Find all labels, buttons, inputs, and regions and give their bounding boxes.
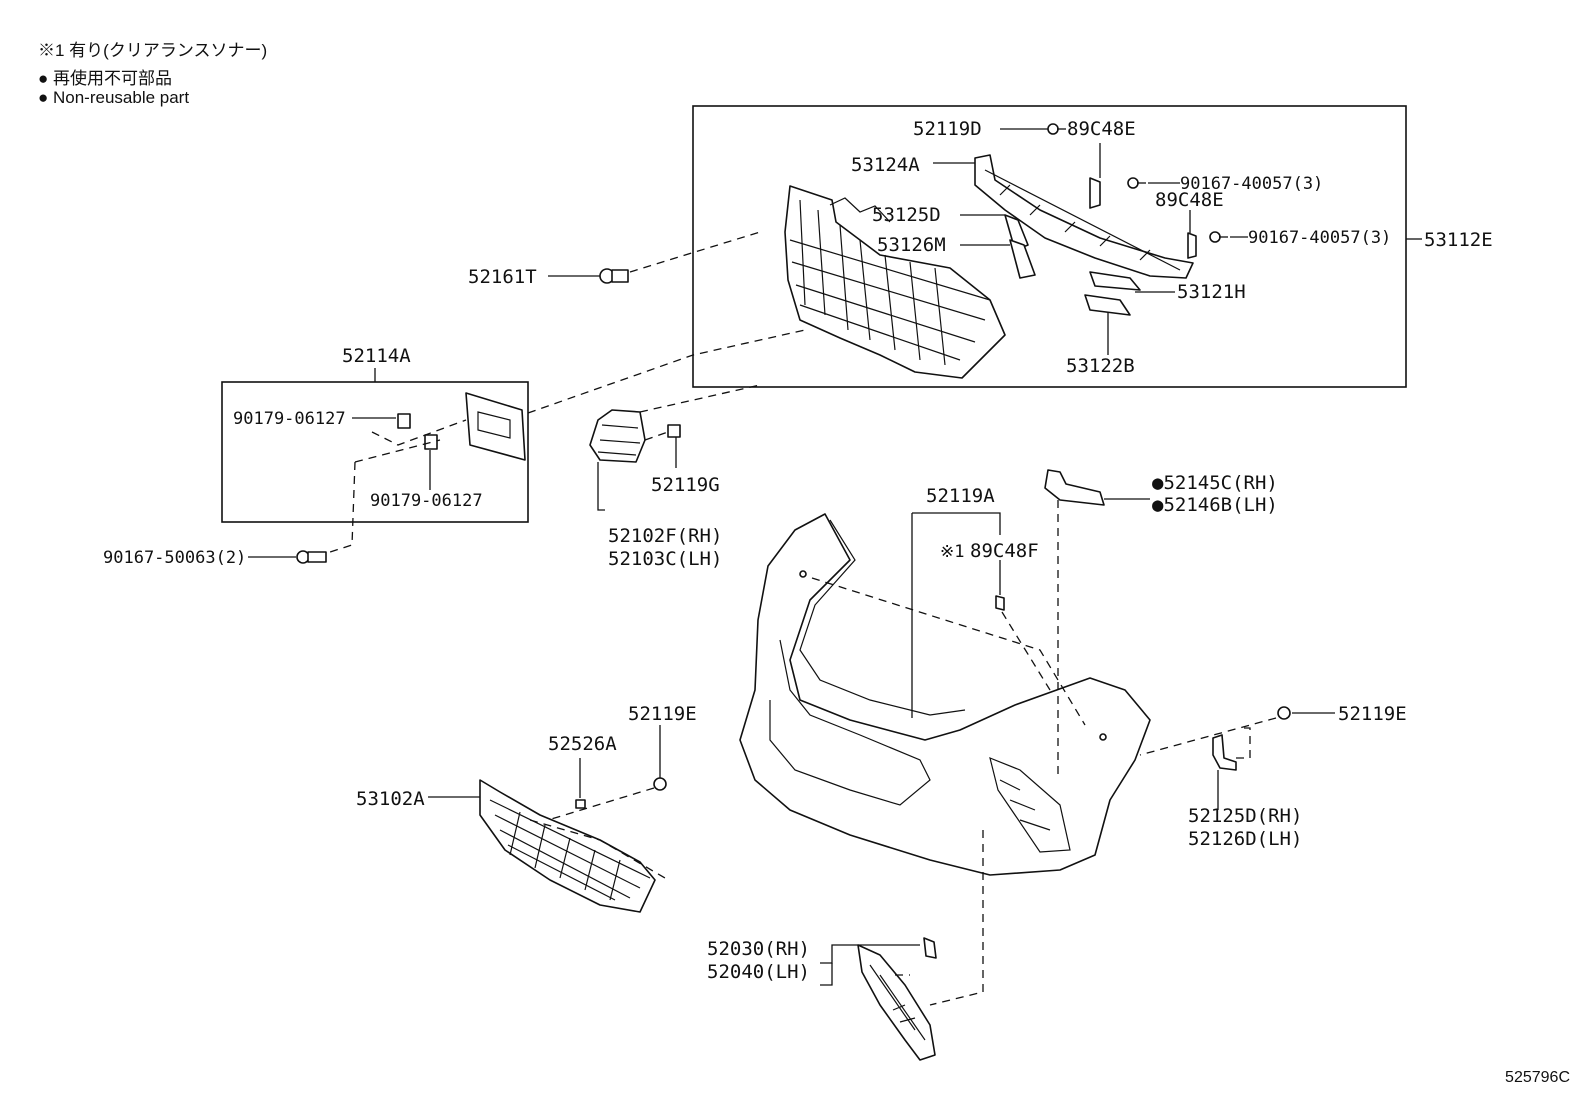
- clip-52119G-icon: [667, 424, 681, 438]
- dash-52161T: [629, 231, 761, 273]
- dash-52119G: [644, 431, 669, 441]
- dash-52119E-left: [547, 787, 655, 821]
- label-89C48E-a: 89C48E: [1067, 118, 1136, 140]
- dash-fog-cover: [929, 830, 984, 1006]
- label-52103C: 52103C(LH): [608, 548, 722, 570]
- part-89C48F-sensor-bracket: [995, 595, 1005, 611]
- note-clearance-sonar: ※1 有り(クリアランスソナー): [38, 41, 268, 60]
- label-53112E: 53112E: [1424, 229, 1493, 251]
- label-52145C: ●52145C(RH): [1152, 472, 1278, 494]
- label-53126M: 53126M: [877, 234, 946, 256]
- note-non-reusable-en: ● Non-reusable part: [38, 88, 190, 107]
- label-52040: 52040(LH): [707, 961, 810, 983]
- part-53122B: [1084, 294, 1131, 316]
- screw-90167-40057-a-icon: [1127, 177, 1146, 189]
- label-52119A: 52119A: [926, 485, 995, 507]
- label-52126D: 52126D(LH): [1188, 828, 1302, 850]
- bolt-90167-50063-icon: [296, 550, 327, 564]
- label-52119G: 52119G: [651, 474, 720, 496]
- part-52125D-bracket: [1212, 734, 1237, 771]
- note-non-reusable-jp: ● 再使用不可部品: [38, 69, 172, 88]
- part-52114A-plate: [465, 392, 526, 461]
- clip-90179-a-icon: [397, 413, 411, 429]
- label-90179-06127-a: 90179-06127: [233, 409, 346, 429]
- part-53121H: [1089, 271, 1141, 291]
- dash-90167-50063: [329, 461, 356, 553]
- dash-53102A: [529, 819, 666, 879]
- clip-52526A-icon: [575, 799, 586, 809]
- dash-89C48F: [1001, 611, 1051, 691]
- label-53122B: 53122B: [1066, 355, 1135, 377]
- bolt-52161T-icon: [599, 268, 629, 284]
- label-52146B: ●52146B(LH): [1152, 494, 1278, 516]
- label-89C48F-mark: ※1: [940, 542, 964, 562]
- part-52145C-retainer: [1044, 469, 1105, 506]
- label-52114A: 52114A: [342, 345, 411, 367]
- part-bumper-cover: [739, 513, 1151, 876]
- dash-52125D: [1236, 727, 1251, 759]
- diagram-reference-code: 525796C: [1505, 1069, 1570, 1086]
- dash-52102F-to-frame: [639, 384, 761, 413]
- dash-bumper-top: [811, 577, 1086, 726]
- dash-52114A-a: [371, 419, 467, 446]
- label-52102F: 52102F(RH): [608, 525, 722, 547]
- screw-90167-40057-b-icon: [1209, 231, 1228, 243]
- dash-52119E-right: [1139, 717, 1277, 756]
- label-53124A: 53124A: [851, 154, 920, 176]
- label-52125D: 52125D(RH): [1188, 805, 1302, 827]
- label-52119E-left: 52119E: [628, 703, 697, 725]
- part-52114A-plate-detail: [477, 411, 511, 439]
- part-lower-grille-53102A: [479, 779, 656, 913]
- label-52161T: 52161T: [468, 266, 537, 288]
- part-89C48E-clip-a: [1089, 177, 1101, 209]
- part-fog-cover-52030: [857, 937, 937, 1061]
- part-53124A-detail: [984, 169, 1181, 271]
- part-52102F-detail: [597, 424, 641, 456]
- leader-52119A: [912, 512, 1001, 535]
- leader-52102F: [597, 462, 605, 511]
- label-52526A: 52526A: [548, 733, 617, 755]
- screw-52119D-icon: [1047, 123, 1066, 135]
- part-grille-frame: [784, 185, 1006, 379]
- label-89C48E-b: 89C48E: [1155, 189, 1224, 211]
- assembly-box-53112E: [692, 105, 1407, 388]
- label-89C48F: 89C48F: [970, 540, 1039, 562]
- label-52119D: 52119D: [913, 118, 982, 140]
- label-90179-06127-b: 90179-06127: [370, 491, 483, 511]
- dash-52114A-b: [354, 439, 441, 463]
- dash-52114A-to-frame: [527, 329, 806, 414]
- screw-52119E-right-icon: [1277, 706, 1291, 720]
- part-52102F-bracket: [589, 409, 646, 463]
- leader-52030: [820, 944, 920, 964]
- label-52119E-right: 52119E: [1338, 703, 1407, 725]
- label-53121H: 53121H: [1177, 281, 1246, 303]
- part-53125D: [1004, 214, 1029, 251]
- clip-90179-b-icon: [424, 434, 438, 450]
- leader-52040: [820, 963, 833, 986]
- label-90167-50063: 90167-50063(2): [103, 548, 246, 568]
- label-52030: 52030(RH): [707, 938, 810, 960]
- label-53102A: 53102A: [356, 788, 425, 810]
- label-53125D: 53125D: [872, 204, 941, 226]
- label-90167-40057-a: 90167-40057(3): [1180, 174, 1323, 194]
- label-90167-40057-b: 90167-40057(3): [1248, 228, 1391, 248]
- part-89C48E-clip-b: [1187, 232, 1197, 259]
- part-53126M: [1009, 239, 1036, 279]
- screw-52119E-left-icon: [653, 777, 667, 791]
